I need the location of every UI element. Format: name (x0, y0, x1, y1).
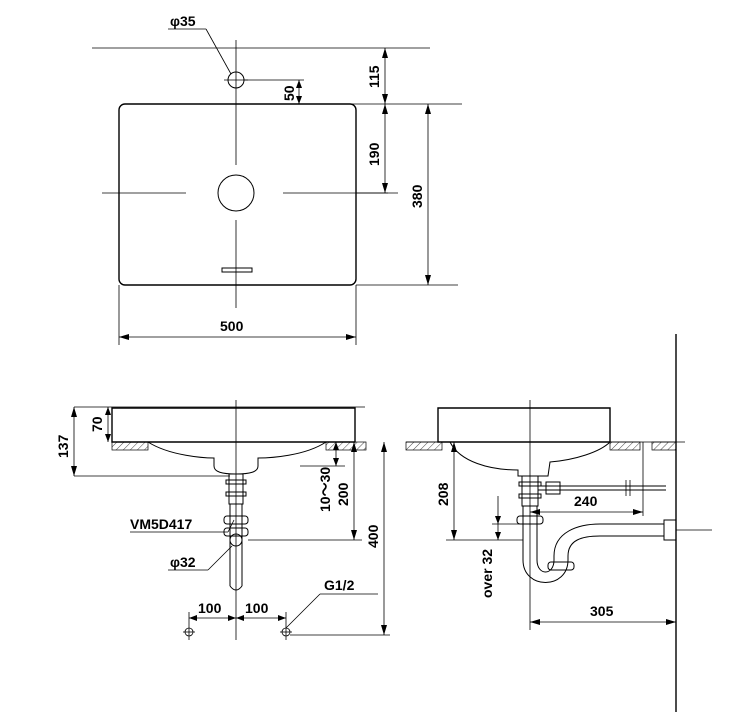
label-front-10-30: 10～30 (317, 467, 333, 512)
label-top-width-500: 500 (220, 318, 244, 334)
counter-right (325, 441, 367, 451)
basin-outline-top (118, 103, 357, 286)
side-view (405, 334, 712, 712)
label-side-305: 305 (590, 603, 614, 619)
top-view (92, 28, 462, 345)
label-top-depth-190: 190 (366, 142, 382, 166)
label-side-240: 240 (574, 493, 598, 509)
counter-left (111, 441, 149, 451)
label-top-depth-380: 380 (409, 184, 425, 208)
label-front-200: 200 (335, 482, 351, 506)
label-front-137: 137 (55, 434, 71, 458)
drain-hole (217, 174, 255, 212)
label-front-model: VM5D417 (130, 516, 192, 532)
label-side-208: 208 (435, 482, 451, 506)
label-top-offset-115: 115 (366, 65, 382, 88)
basin-rim-front (111, 407, 356, 443)
overflow-slot (221, 267, 253, 273)
label-front-right-100: 100 (245, 600, 269, 616)
label-top-hole-dia: φ35 (170, 13, 196, 29)
front-view (71, 400, 390, 640)
basin-bowl-side (449, 441, 611, 477)
label-front-400: 400 (365, 524, 381, 548)
label-side-over32: over 32 (479, 549, 495, 598)
basin-rim-side (437, 407, 611, 443)
label-front-70: 70 (89, 416, 105, 432)
label-front-thread: G1/2 (324, 577, 355, 593)
label-top-offset-50: 50 (281, 85, 297, 101)
label-front-pipe-dia: φ32 (170, 554, 196, 570)
label-front-left-100: 100 (198, 600, 222, 616)
basin-bowl-front (147, 441, 327, 475)
